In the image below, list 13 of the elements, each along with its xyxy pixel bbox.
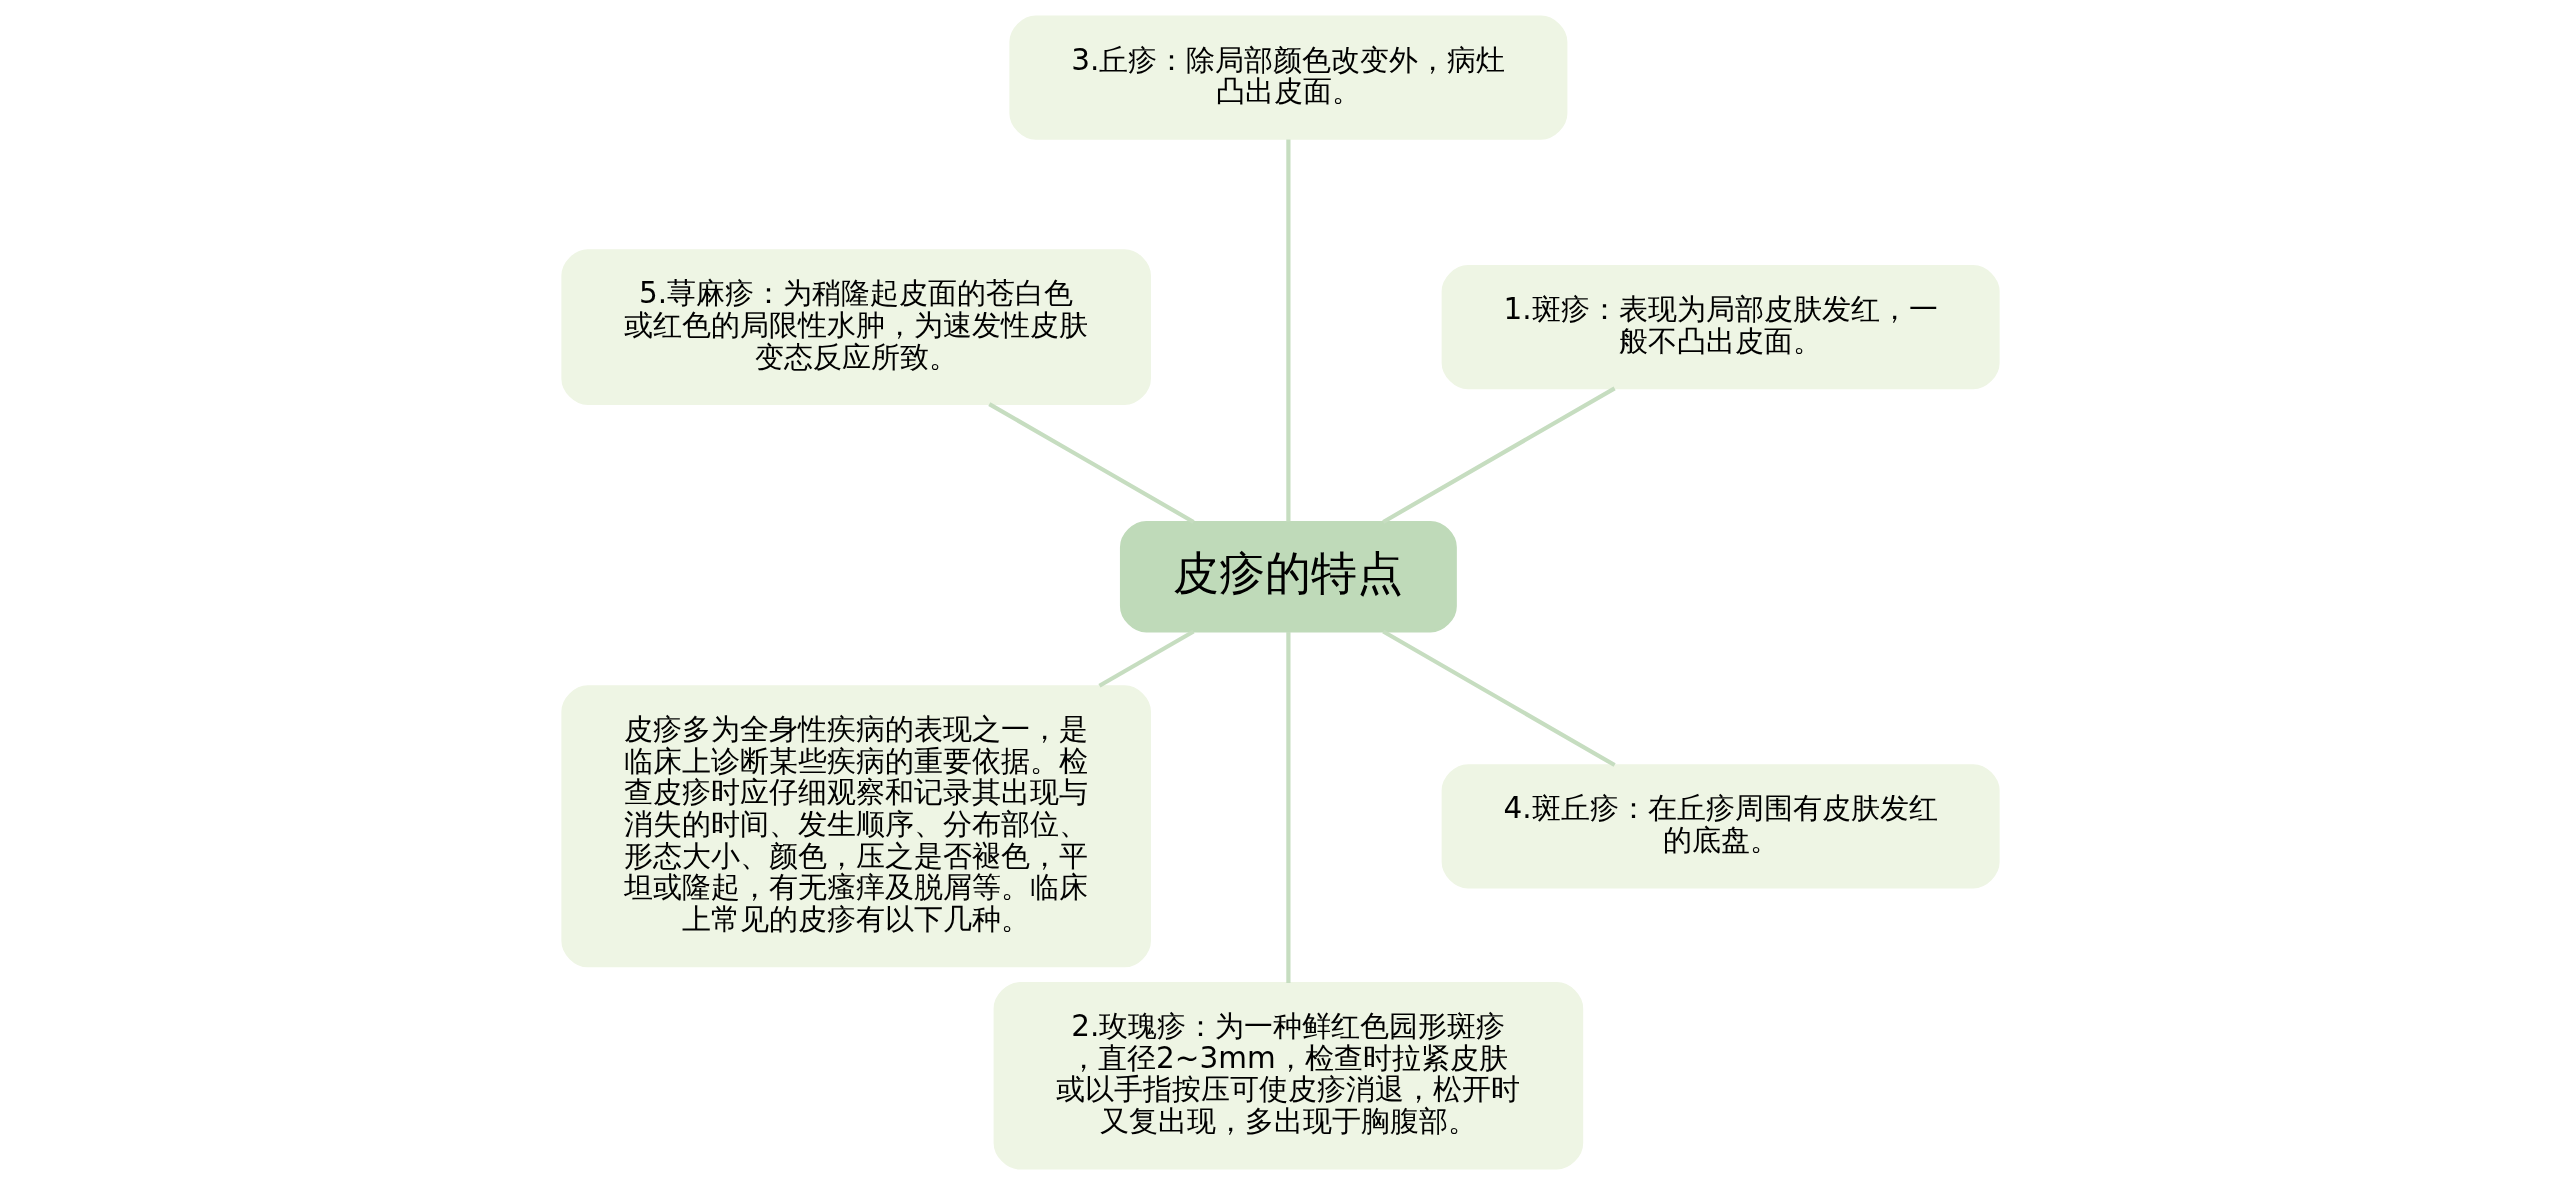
node-box: 4.斑丘疹：在丘疹周围有皮肤发红的底盘。 (1441, 764, 2000, 889)
connector (1285, 632, 1290, 983)
node-box: 1.斑疹：表现为局部皮肤发红，一般不凸出皮面。 (1441, 265, 2000, 390)
node-box: 皮疹的特点 (1119, 520, 1457, 633)
node-box: 2.玫瑰疹：为一种鲜红色园形斑疹，直径2~3mm，检查时拉紧皮肤或以手指按压可使皮疹消退，松开时又复出现，多出现于胸腹部。 (993, 982, 1583, 1170)
connector (1381, 386, 1616, 524)
connector (1381, 629, 1616, 767)
node-box: 皮疹多为全身性疾病的表现之一，是临床上诊断某些疾病的重要依据。检查皮疹时应仔细观察和记录其出现与消失的时间、发生顺序、分布部位、形态大小、颜色，压之是否褪色，平坦或隆起，有无瘙痒及脱屑等。临床上常见的皮疹有以下几种。 (560, 685, 1151, 968)
connector (1285, 139, 1290, 522)
connector (1097, 629, 1195, 688)
node-box: 3.丘疹：除局部颜色改变外，病灶凸出皮面。 (1008, 15, 1567, 140)
node-box: 5.荨麻疹：为稍隆起皮面的苍白色或红色的局限性水肿，为速发性皮肤变态反应所致。 (560, 249, 1151, 406)
connector (987, 402, 1195, 524)
